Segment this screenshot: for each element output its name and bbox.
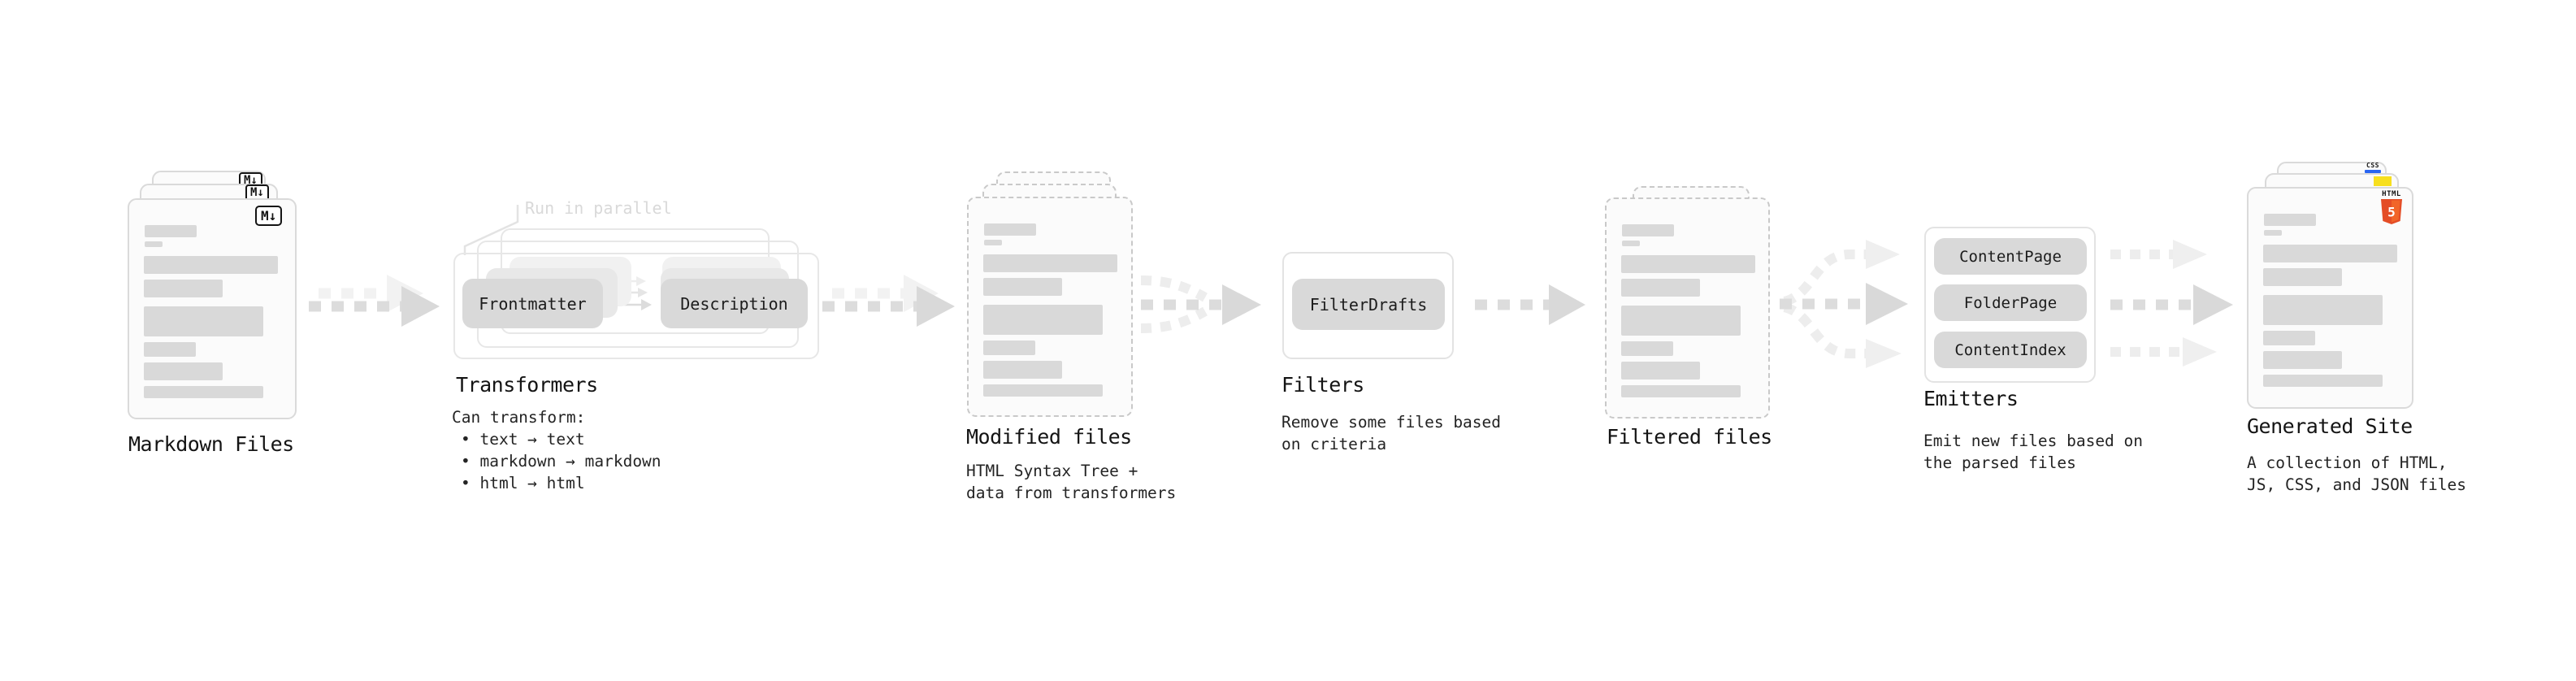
doc-text-bar [145, 241, 163, 247]
stage-title-emitters: Emitters [1923, 387, 2019, 410]
arrow-modified-to-filters [1140, 275, 1261, 333]
doc-text-bars [969, 198, 1131, 415]
doc-text-bar [2264, 214, 2316, 226]
doc-text-bar [1621, 341, 1673, 356]
transformers-bullet: • html → html [461, 474, 585, 492]
frontmatter-pill: Frontmatter [462, 279, 603, 328]
description-pill: Description [661, 279, 808, 328]
modified-files-desc: data from transformers [966, 484, 1177, 502]
transformers-bullet: • markdown → markdown [461, 452, 661, 471]
transformer-container-front [453, 253, 819, 359]
arrow-transformers-to-modified [822, 275, 955, 327]
doc-text-bar [983, 305, 1103, 335]
emitters-desc: Emit new files based on [1923, 432, 2144, 450]
doc-text-bar [983, 254, 1117, 272]
arrow-filtered-to-emitters [1780, 240, 1908, 368]
content-page-pill: ContentPage [1934, 238, 2087, 275]
content-index-pill: ContentIndex [1934, 332, 2087, 368]
doc-text-bar [144, 386, 263, 398]
transformers-bullet: • text → text [461, 430, 585, 449]
markdown-file-card-front [128, 198, 297, 419]
filtered-file-card-front [1605, 197, 1770, 419]
arrow-filters-to-filtered [1475, 284, 1585, 325]
stage-title-modified-files: Modified files [966, 425, 1132, 449]
css-badge-label: CSS [2366, 162, 2379, 169]
filter-drafts-pill: FilterDrafts [1292, 279, 1445, 330]
doc-text-bar [2263, 375, 2383, 387]
doc-text-bar [983, 278, 1062, 296]
css-badge-bar [2365, 170, 2381, 173]
doc-text-bar [2263, 245, 2397, 262]
doc-text-bar [983, 361, 1062, 379]
modified-file-card-front [967, 197, 1133, 417]
filters-desc: Remove some files based [1281, 413, 1502, 432]
doc-text-bar [1621, 385, 1741, 397]
folder-page-pill: FolderPage [1934, 284, 2087, 321]
doc-text-bar [984, 223, 1036, 236]
generated-site-desc: JS, CSS, and JSON files [2247, 475, 2467, 494]
css-icon: CSS [2363, 163, 2383, 173]
arrow-markdown-to-transformers [309, 275, 440, 327]
doc-text-bar [2263, 268, 2342, 286]
modified-files-desc: HTML Syntax Tree + [966, 462, 1138, 480]
html5-badge-label: HTML [2382, 190, 2401, 198]
js-icon [2374, 176, 2392, 186]
filters-desc: on criteria [1281, 435, 1387, 453]
doc-text-bar [1621, 362, 1700, 380]
doc-text-bar [2263, 351, 2342, 369]
arrows-emitters-to-site [2110, 240, 2233, 367]
doc-text-bar [983, 340, 1035, 355]
doc-text-bar [2263, 331, 2315, 345]
generated-site-desc: A collection of HTML, [2247, 453, 2448, 472]
emitters-desc: the parsed files [1923, 453, 2076, 472]
stage-title-filters: Filters [1281, 373, 1364, 397]
run-in-parallel-callout: Run in parallel [525, 198, 672, 218]
doc-text-bar [983, 384, 1103, 397]
markdown-icon: M↓ [255, 206, 283, 226]
doc-text-bar [144, 342, 196, 357]
doc-text-bar [2263, 295, 2383, 325]
site-file-card-front [2247, 187, 2413, 409]
doc-text-bar [1621, 306, 1741, 336]
stage-title-filtered-files: Filtered files [1607, 425, 1772, 449]
stage-title-markdown-files: Markdown Files [128, 432, 294, 456]
doc-text-bar [1621, 255, 1755, 273]
doc-text-bar [144, 362, 223, 380]
stage-title-transformers: Transformers [456, 373, 598, 397]
html5-shield: 5 [2381, 199, 2402, 224]
doc-text-bar [144, 280, 223, 297]
transformers-desc-heading: Can transform: [452, 408, 586, 427]
doc-text-bar [1622, 241, 1640, 246]
doc-text-bar [145, 225, 197, 237]
html5-number: 5 [2387, 205, 2396, 220]
doc-text-bar [1622, 224, 1674, 236]
run-in-parallel-callout-line [463, 205, 519, 255]
doc-text-bar [1621, 279, 1700, 297]
doc-text-bar [144, 306, 263, 336]
stage-title-generated-site: Generated Site [2247, 414, 2413, 438]
doc-text-bars [129, 200, 295, 418]
doc-text-bar [984, 240, 1002, 245]
html5-icon: HTML 5 [2379, 190, 2404, 224]
doc-text-bar [144, 256, 278, 274]
doc-text-bars [2249, 189, 2412, 407]
doc-text-bars [1607, 199, 1768, 417]
doc-text-bar [2264, 230, 2282, 236]
